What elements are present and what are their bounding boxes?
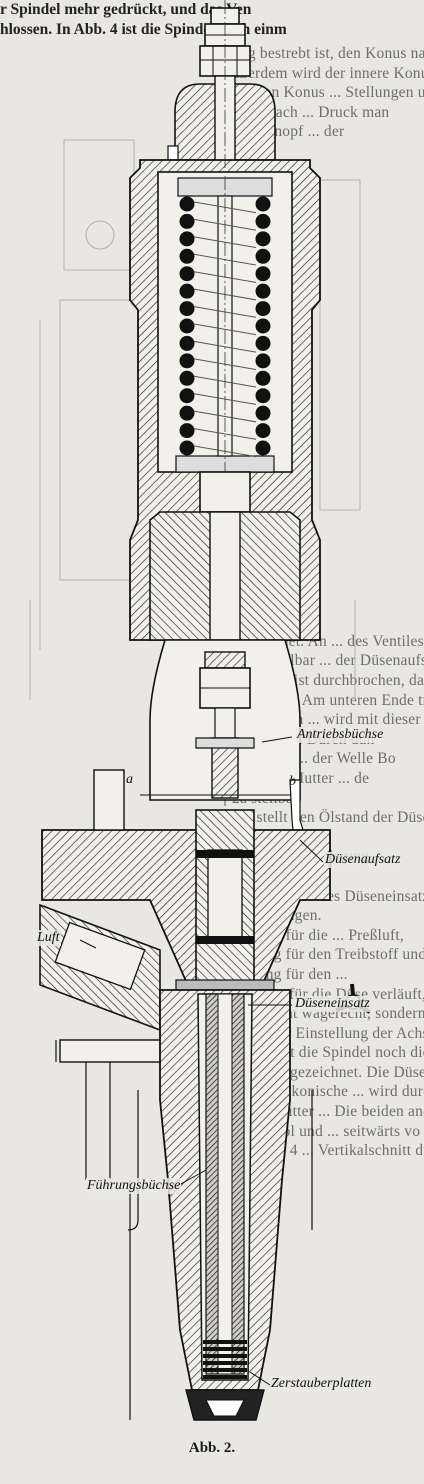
atomizer-plate [203, 1375, 247, 1379]
spring-coil-section [255, 231, 271, 247]
spring-coil-line [193, 323, 257, 336]
spring-coil-section [179, 266, 195, 282]
atomizer-plate [203, 1354, 247, 1358]
label-section-a: a [126, 772, 133, 787]
spring-coil-section [179, 196, 195, 212]
label-section-b: b [289, 774, 296, 789]
nozzle-insert [159, 989, 291, 1421]
spring-coil-section [179, 283, 195, 299]
spring-coil-section [179, 301, 195, 317]
spring-coil-section [179, 370, 195, 386]
label-zerstauberplatten: Zerstauberplatten [270, 1376, 373, 1392]
background-text-line: ung bestrebt ist, den Konus nach rechts … [232, 45, 424, 62]
label-antriebsbuechse: Antriebsbüchse [296, 727, 385, 743]
atomizer-plate [203, 1347, 247, 1351]
side-rails [127, 1090, 313, 1231]
spring-coil-section [179, 248, 195, 264]
background-text-line: -2a stellt den Ölstand der Düse dar ... [232, 809, 424, 827]
atomizer-plates [203, 1340, 247, 1379]
background-text-line: Leitung für den Treibstoff und [232, 946, 424, 964]
spring-coil-section [255, 196, 271, 212]
background-text-line: ußerdem wird der innere Konus von selbst… [232, 64, 424, 82]
spring-coil-line [193, 410, 257, 423]
spring-coil-section [255, 213, 271, 229]
spring-coil-section [179, 353, 195, 369]
spring-coil-line [193, 340, 257, 353]
spring-coil-section [179, 318, 195, 334]
label-fuehrungsbuechse: Führungsbüchse [86, 1178, 182, 1194]
spring-coil-section [255, 388, 271, 404]
atomizer-plate [203, 1368, 247, 1372]
spring-coil-section [255, 266, 271, 282]
spring-coil-section [255, 423, 271, 439]
spring-coil-section [255, 405, 271, 421]
spring-coil-section [179, 423, 195, 439]
top-text-line: r Spindel mehr gedrückt, und das Ven [0, 1, 252, 18]
spring-coil-section [179, 213, 195, 229]
spring-coil-section [179, 440, 195, 456]
spring-coil-section [255, 353, 271, 369]
atomizer-plate [203, 1361, 247, 1365]
figure-caption: Abb. 2. [188, 1440, 236, 1456]
middle-body [149, 471, 301, 801]
spring-coil-section [179, 335, 195, 351]
background-text-line: rch den Konus ... Stellungen und s [232, 84, 424, 102]
spring-coil-section [255, 440, 271, 456]
label-luft: Luft [36, 930, 61, 946]
spring-coil-section [255, 283, 271, 299]
spring-coil-section [255, 248, 271, 264]
spring-coil-section [179, 388, 195, 404]
spring-coil-section [255, 318, 271, 334]
spring-coil-section [255, 335, 271, 351]
spring-coil-line [193, 428, 257, 440]
atomizer-plate [203, 1340, 247, 1344]
label-duesen-einsatz: Düseneinsatz [294, 996, 371, 1012]
spring-coil-section [179, 231, 195, 247]
spring-coil-section [179, 405, 195, 421]
spring-coil-section [255, 301, 271, 317]
spring-coil-section [255, 370, 271, 386]
label-duesenaufsatz: Düsenaufsatz [324, 852, 402, 868]
